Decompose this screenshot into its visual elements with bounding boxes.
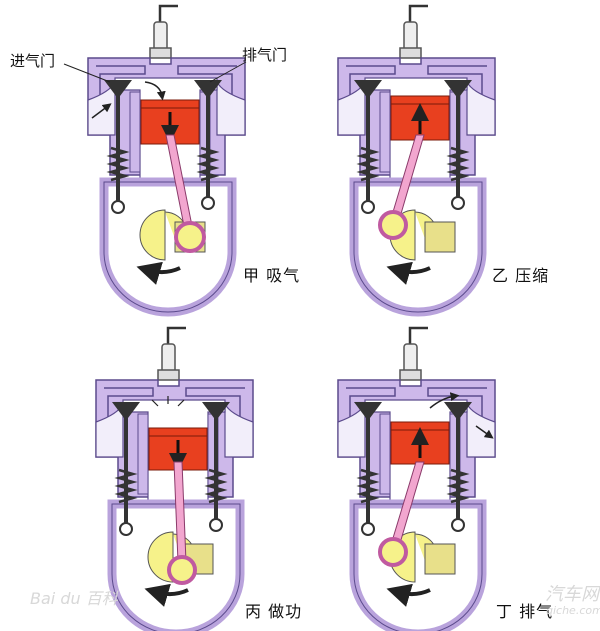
spark-ignition-marks xyxy=(151,396,185,407)
intake-valve-label: 进气门 xyxy=(10,52,56,70)
watermark-qiche: 汽车网 xyxy=(545,584,599,605)
piston xyxy=(378,421,450,567)
stage-label-power: 丙 做功 xyxy=(245,602,303,621)
stage-label-exhaust: 丁 排气 xyxy=(496,602,554,621)
watermark-qiche-sub: qiche.com xyxy=(546,604,600,617)
exhaust-flow-arrow xyxy=(475,425,494,439)
exhaust-valve-leader xyxy=(209,61,247,83)
piston xyxy=(378,95,450,240)
stage-label-compression: 乙 压缩 xyxy=(492,266,550,285)
piston xyxy=(148,427,208,585)
piston xyxy=(140,99,206,253)
intake-flow-arrow xyxy=(91,103,112,119)
watermark-baidu: Bai du 百科 xyxy=(30,589,118,608)
engine-intake xyxy=(63,6,247,312)
stage-label-intake: 甲 吸气 xyxy=(243,266,301,285)
exhaust-flow-arrow xyxy=(429,392,460,409)
engine-exhaust xyxy=(338,328,495,631)
engine-compression xyxy=(338,6,495,312)
intake-flow-arrow xyxy=(144,81,166,101)
engine-power xyxy=(96,328,253,631)
intake-valve-leader xyxy=(63,63,111,83)
exhaust-valve-label: 排气门 xyxy=(242,46,288,64)
